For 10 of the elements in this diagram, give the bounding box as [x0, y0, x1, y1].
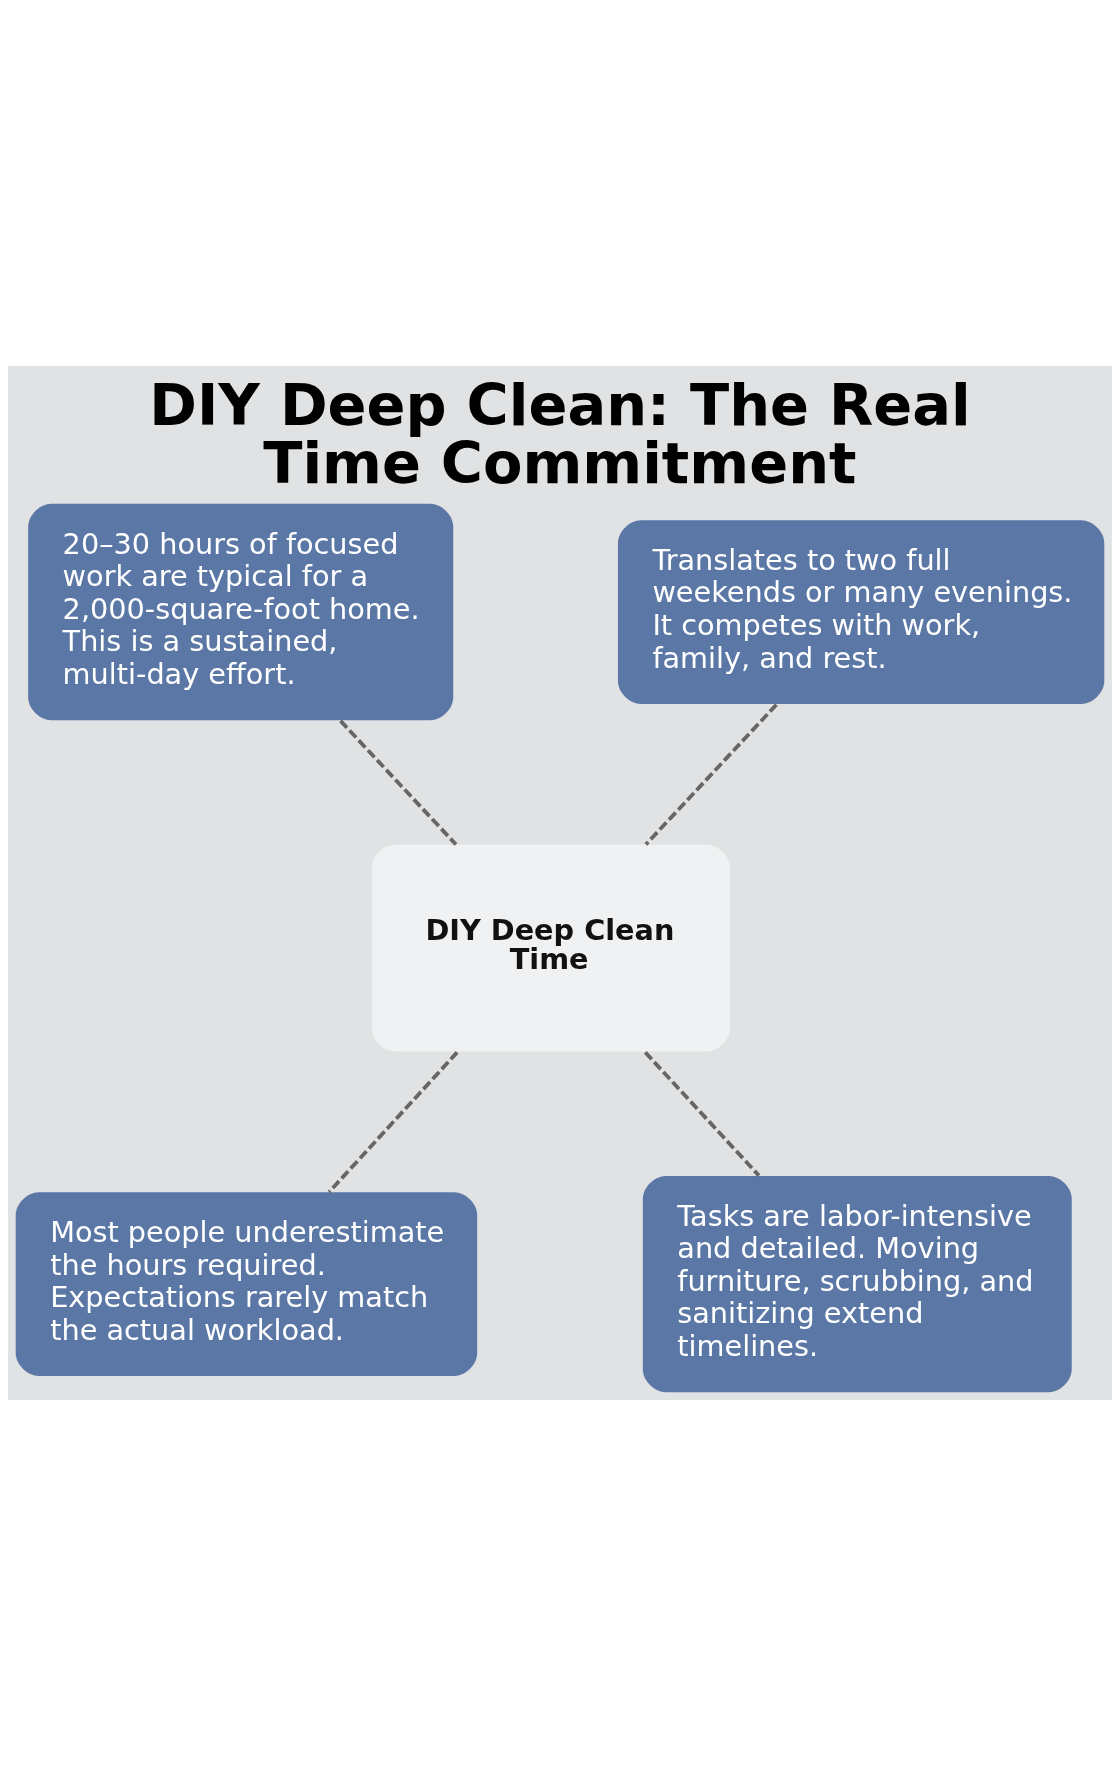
diagram-title: DIY Deep Clean: The Real Time Commitment	[149, 372, 971, 497]
connector	[644, 703, 778, 846]
connector	[327, 1051, 459, 1194]
connector	[339, 719, 458, 846]
node-box: DIY Deep Clean Time	[371, 844, 730, 1052]
connector	[643, 1051, 761, 1177]
node-box: 20–30 hours of focused work are typical for a 2,000-square-foot home. This is a sustained, multi-day effort.	[28, 503, 454, 721]
node-box: Tasks are labor-intensive and detailed. Moving furniture, scrubbing, and sanitizing extend timelines.	[642, 1175, 1072, 1393]
node-box: Translates to two full weekends or many evenings. It competes with work, family, and rest.	[617, 520, 1105, 704]
node-box: Most people underestimate the hours required. Expectations rarely match the actual workload.	[15, 1192, 478, 1377]
